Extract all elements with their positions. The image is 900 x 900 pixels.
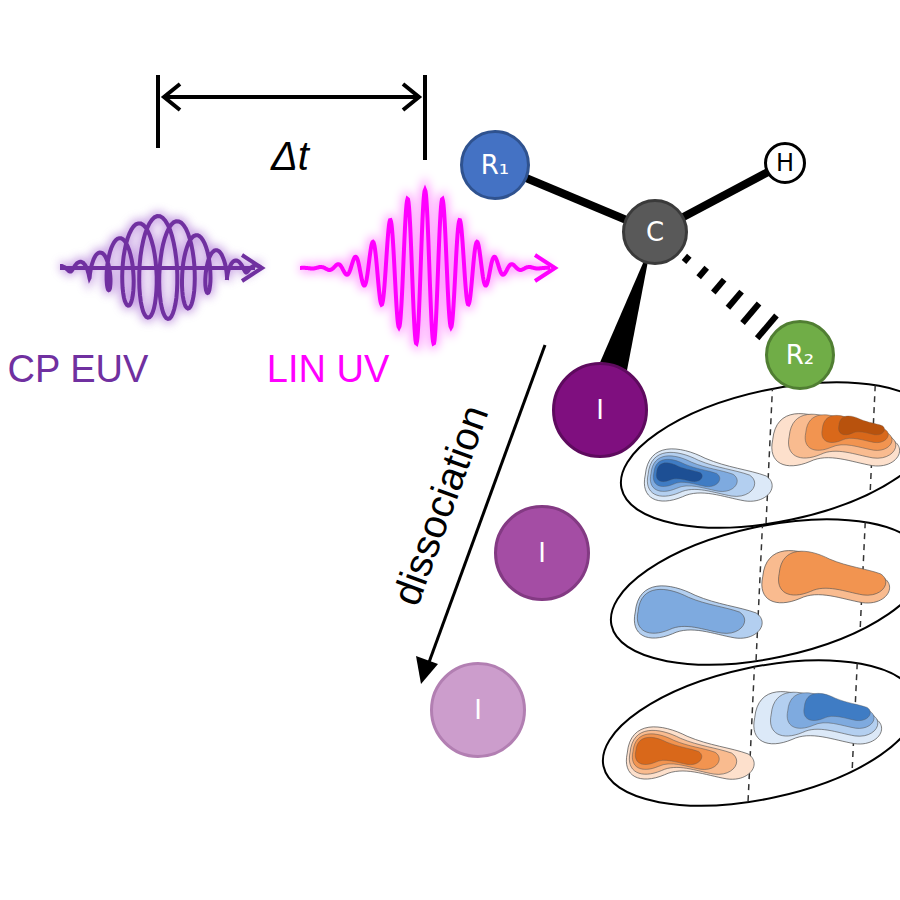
atom-circle: H (764, 142, 806, 184)
atom-label: I (474, 697, 482, 723)
atom-circle: C (622, 199, 688, 265)
bond (684, 256, 776, 338)
atom-label: R₂ (786, 342, 815, 368)
atom-label: I (538, 540, 546, 566)
light-pulses (60, 190, 555, 344)
atom-label: I (596, 397, 604, 423)
atom-circle: I (494, 505, 590, 601)
process-label: dissociation (384, 399, 497, 610)
atom-circle: R₂ (765, 320, 835, 390)
bond (682, 172, 768, 218)
bond (600, 261, 648, 370)
atom-circle: R₁ (460, 130, 530, 200)
pulse-label: CP EUV (8, 349, 149, 391)
bond (525, 178, 626, 220)
atom-circle: I (430, 662, 526, 758)
atom-label: H (776, 151, 794, 175)
delay-label: Δt (271, 134, 309, 178)
pulse-label: LIN UV (267, 349, 389, 391)
atom-label: R₁ (481, 152, 510, 178)
atom-label: C (646, 219, 664, 245)
atom-circle: I (552, 362, 648, 458)
